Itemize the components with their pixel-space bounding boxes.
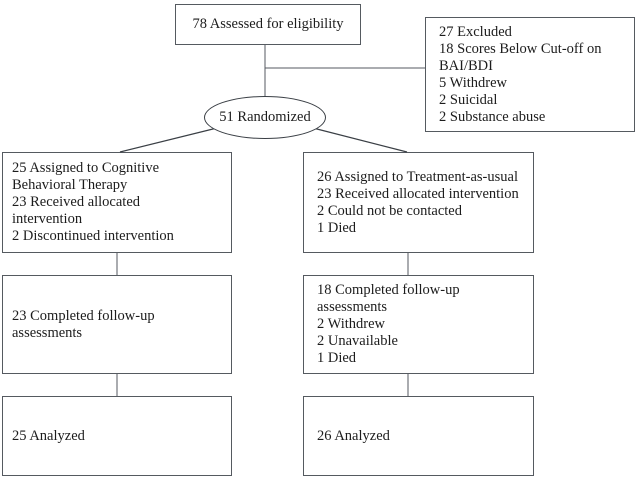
- node-excluded: 27 Excluded 18 Scores Below Cut-off on B…: [425, 17, 635, 132]
- alloc-left-line-1: 25 Assigned to Cognitive: [12, 160, 160, 176]
- alloc-right-line-1: 26 Assigned to Treatment-as-usual: [317, 168, 518, 185]
- follow-right-line-3: 2 Withdrew: [317, 316, 386, 332]
- node-assessed-for-eligibility: 78 Assessed for eligibility: [175, 4, 361, 45]
- excluded-line-6: 2 Substance abuse: [439, 108, 546, 125]
- follow-right-line-5: 1 Died: [317, 350, 357, 366]
- excluded-line-5: 2 Suicidal: [439, 91, 498, 108]
- node-assigned-cognitive-behavioral-therapy: 25 Assigned to Cognitive Behavioral Ther…: [2, 152, 232, 253]
- excluded-line-4: 5 Withdrew: [439, 74, 508, 91]
- excluded-line-3: BAI/BDI: [439, 57, 493, 74]
- randomized-label: 51 Randomized: [219, 109, 311, 125]
- follow-left-line-1: 23 Completed follow-up: [12, 307, 155, 324]
- connector-randomized-to-left-allocation: [119, 127, 218, 153]
- node-analyzed-right: 26 Analyzed: [303, 396, 534, 476]
- connector-randomized-to-right-allocation: [312, 127, 408, 153]
- alloc-right-line-3: 2 Could not be contacted: [317, 202, 462, 219]
- follow-right-line-1: 18 Completed follow-up: [317, 282, 460, 298]
- alloc-right-line-2: 23 Received allocated intervention: [317, 185, 519, 202]
- analyzed-right-line-1: 26 Analyzed: [317, 427, 390, 444]
- alloc-left-line-4: intervention: [12, 211, 83, 227]
- node-completed-follow-up-right: 18 Completed follow-up assessments 2 Wit…: [303, 275, 534, 374]
- alloc-left-line-2: Behavioral Therapy: [12, 177, 128, 193]
- node-randomized: 51 Randomized: [204, 96, 326, 139]
- alloc-left-line-5: 2 Discontinued intervention: [12, 228, 174, 244]
- analyzed-left-line-1: 25 Analyzed: [12, 427, 85, 444]
- follow-right-line-2: assessments: [317, 299, 388, 315]
- alloc-left-line-3: 23 Received allocated: [12, 194, 141, 210]
- node-completed-follow-up-left: 23 Completed follow-up assessments: [2, 275, 232, 374]
- follow-right-line-4: 2 Unavailable: [317, 333, 398, 349]
- node-assigned-treatment-as-usual: 26 Assigned to Treatment-as-usual 23 Rec…: [303, 152, 534, 253]
- follow-left-line-2: assessments: [12, 324, 83, 341]
- excluded-line-1: 27 Excluded: [439, 23, 512, 40]
- assessed-line-1: 78 Assessed for eligibility: [192, 16, 344, 32]
- excluded-line-2: 18 Scores Below Cut-off on: [439, 40, 602, 57]
- alloc-right-line-4: 1 Died: [317, 219, 357, 236]
- node-analyzed-left: 25 Analyzed: [2, 396, 232, 476]
